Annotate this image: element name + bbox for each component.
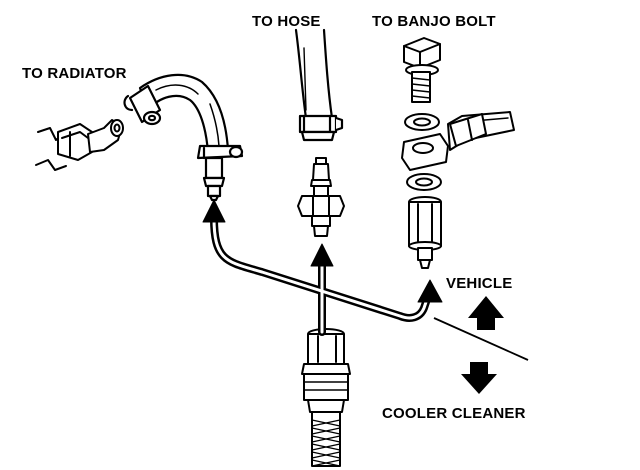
return-hose-drawing bbox=[294, 28, 344, 142]
sealing-washer-lower-drawing bbox=[406, 173, 442, 191]
label-to-radiator: TO RADIATOR bbox=[22, 65, 127, 82]
banjo-bolt-drawing bbox=[403, 37, 441, 103]
divider-line bbox=[433, 317, 529, 361]
label-cooler-cleaner: COOLER CLEANER bbox=[382, 405, 526, 422]
flow-arrowheads bbox=[202, 199, 443, 303]
vehicle-direction-arrow bbox=[468, 296, 504, 330]
flow-arrow-to-hose bbox=[310, 243, 334, 267]
banjo-adapter-drawing bbox=[408, 196, 442, 269]
radiator-hose-drawing bbox=[123, 73, 244, 202]
radiator-fitting-drawing bbox=[35, 119, 124, 171]
hose-adapter-fitting-drawing bbox=[297, 157, 345, 237]
banjo-fitting-and-line-drawing bbox=[401, 111, 515, 171]
cooler-cleaner-coupling-drawing bbox=[301, 328, 351, 467]
flow-path-lines bbox=[210, 214, 432, 336]
label-to-banjo-bolt: TO BANJO BOLT bbox=[372, 13, 496, 30]
flow-arrow-to-radiator bbox=[202, 199, 226, 223]
label-vehicle: VEHICLE bbox=[446, 275, 512, 292]
sealing-washer-upper-drawing bbox=[404, 113, 440, 131]
cooler-cleaner-direction-arrow bbox=[461, 362, 497, 394]
label-to-hose: TO HOSE bbox=[252, 13, 321, 30]
flow-arrow-to-banjo-bolt bbox=[417, 279, 443, 303]
